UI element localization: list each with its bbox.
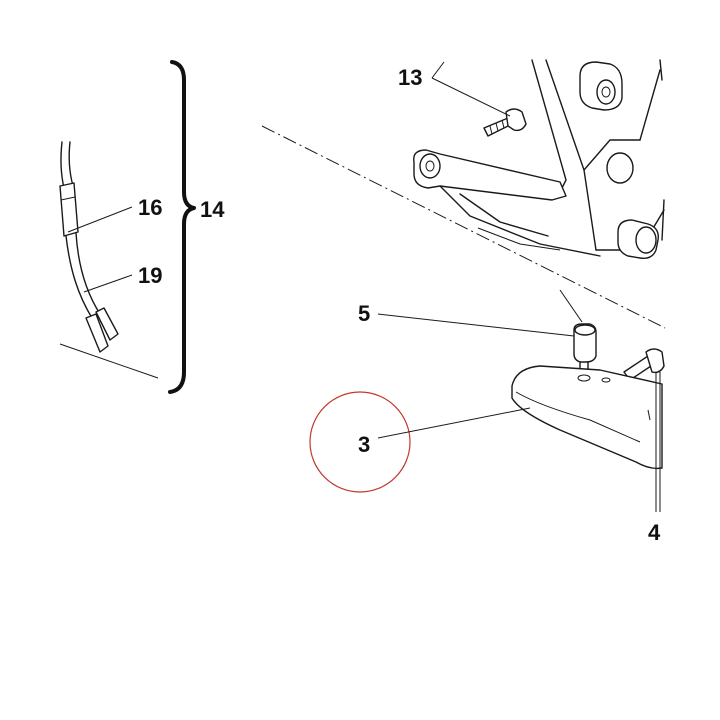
callout-3[interactable]: 3 [309, 391, 531, 493]
callout-4: 4 [648, 372, 661, 545]
svg-text:19: 19 [138, 263, 162, 288]
wire-harness-inset [59, 141, 159, 379]
svg-text:13: 13 [398, 65, 422, 90]
bolt-side [623, 348, 665, 381]
spade-terminal-right [95, 307, 119, 341]
guard-part-3 [511, 365, 663, 470]
link-arm [413, 149, 601, 257]
svg-text:14: 14 [200, 197, 225, 222]
svg-text:5: 5 [358, 301, 370, 326]
highlight-circle [309, 391, 411, 493]
svg-text:4: 4 [648, 520, 661, 545]
bolt-13 [483, 108, 527, 137]
callout-14: 14 [200, 197, 225, 222]
callout-19: 19 [83, 263, 162, 293]
callout-16: 16 [67, 195, 162, 233]
callout-5: 5 [358, 301, 575, 337]
svg-text:3: 3 [358, 432, 370, 457]
connector-sleeve [59, 182, 79, 237]
pin-5 [559, 289, 597, 379]
frame-bracket [531, 59, 665, 260]
svg-text:16: 16 [138, 195, 162, 220]
callout-13: 13 [398, 61, 511, 117]
group-brace [168, 60, 196, 394]
centre-line [261, 125, 666, 329]
spade-terminal-left [85, 313, 109, 353]
